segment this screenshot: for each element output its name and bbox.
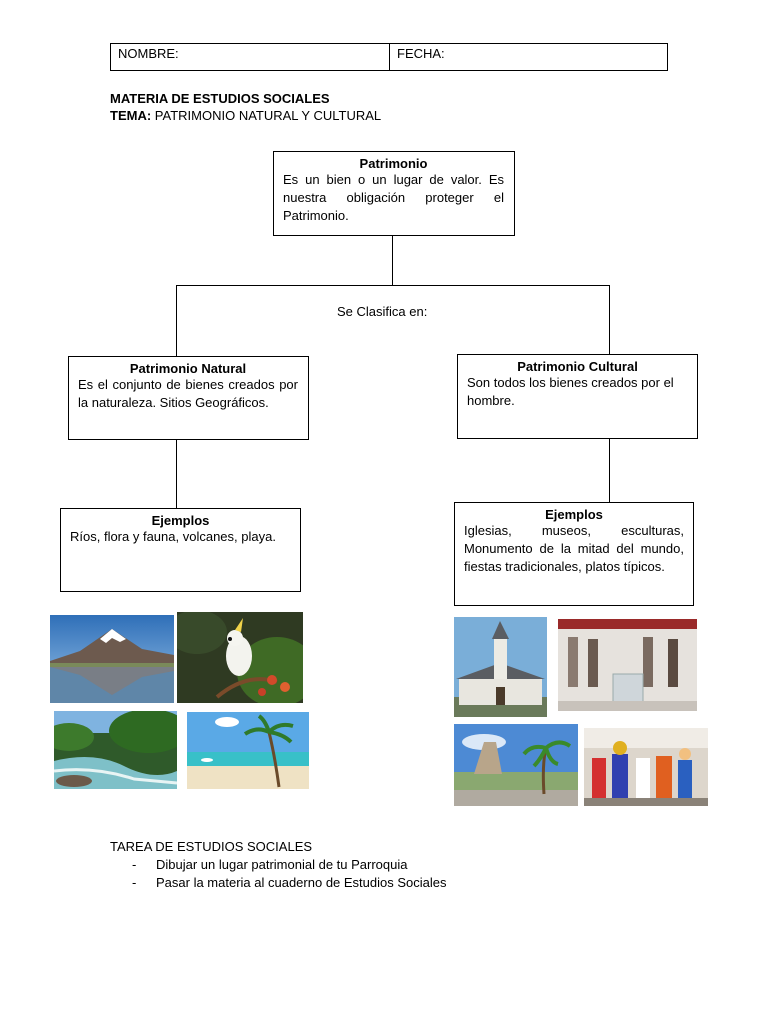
connector-label: Se Clasifica en: [337, 304, 428, 319]
museum-photo [558, 619, 697, 711]
connector-natural-examples [176, 440, 177, 508]
task-section: TAREA DE ESTUDIOS SOCIALES - Dibujar un … [110, 838, 447, 892]
natural-text: Es el conjunto de bienes creados por la … [78, 377, 298, 410]
cultural-examples-box: Ejemplos Iglesias, museos, esculturas, M… [454, 502, 694, 606]
natural-examples-box: Ejemplos Ríos, flora y fauna, volcanes, … [60, 508, 301, 592]
natural-examples-title: Ejemplos [151, 513, 210, 528]
cultural-text: Son todos los bienes creados por el homb… [467, 375, 674, 408]
topic-heading: TEMA: PATRIMONIO NATURAL Y CULTURAL [110, 108, 381, 123]
topic-label: TEMA: [110, 108, 152, 123]
task-item-text: Dibujar un lugar patrimonial de tu Parro… [156, 857, 408, 872]
date-field[interactable]: FECHA: [390, 44, 667, 70]
task-title: TAREA DE ESTUDIOS SOCIALES [110, 839, 313, 854]
task-item: - Dibujar un lugar patrimonial de tu Par… [110, 856, 447, 874]
connector-right [609, 285, 610, 355]
natural-title: Patrimonio Natural [129, 361, 247, 376]
cultural-examples-text: Iglesias, museos, esculturas, Monumento … [464, 523, 684, 574]
root-text: Es un bien o un lugar de valor. Es nuest… [283, 172, 504, 223]
topic-value: PATRIMONIO NATURAL Y CULTURAL [154, 108, 382, 123]
cultural-examples-title: Ejemplos [545, 507, 603, 522]
parrot-photo [177, 612, 303, 703]
church-photo [454, 617, 547, 717]
task-bullet: - [132, 857, 137, 872]
festival-photo [584, 728, 708, 806]
connector-cultural-examples [609, 439, 610, 502]
cultural-box: Patrimonio Cultural Son todos los bienes… [457, 354, 698, 439]
name-label: NOMBRE: [118, 46, 179, 61]
date-label: FECHA: [397, 46, 445, 61]
task-list: - Dibujar un lugar patrimonial de tu Par… [110, 856, 447, 892]
beach-photo [187, 712, 309, 789]
natural-examples-text: Ríos, flora y fauna, volcanes, playa. [70, 529, 276, 544]
volcano-photo [50, 615, 174, 703]
natural-box: Patrimonio Natural Es el conjunto de bie… [68, 356, 309, 440]
name-field[interactable]: NOMBRE: [111, 44, 390, 70]
task-bullet: - [132, 875, 137, 890]
cultural-title: Patrimonio Cultural [517, 359, 638, 374]
task-item-text: Pasar la materia al cuaderno de Estudios… [156, 875, 447, 890]
root-box: Patrimonio Es un bien o un lugar de valo… [273, 151, 515, 236]
river-photo [54, 711, 177, 789]
task-item: - Pasar la materia al cuaderno de Estudi… [110, 874, 447, 892]
connector-horizontal [176, 285, 609, 286]
root-title: Patrimonio [359, 156, 428, 171]
connector-root [392, 236, 393, 285]
connector-left [176, 285, 177, 356]
subject-heading: MATERIA DE ESTUDIOS SOCIALES [110, 91, 330, 106]
monument-photo [454, 724, 578, 806]
header-table: NOMBRE: FECHA: [110, 43, 668, 71]
